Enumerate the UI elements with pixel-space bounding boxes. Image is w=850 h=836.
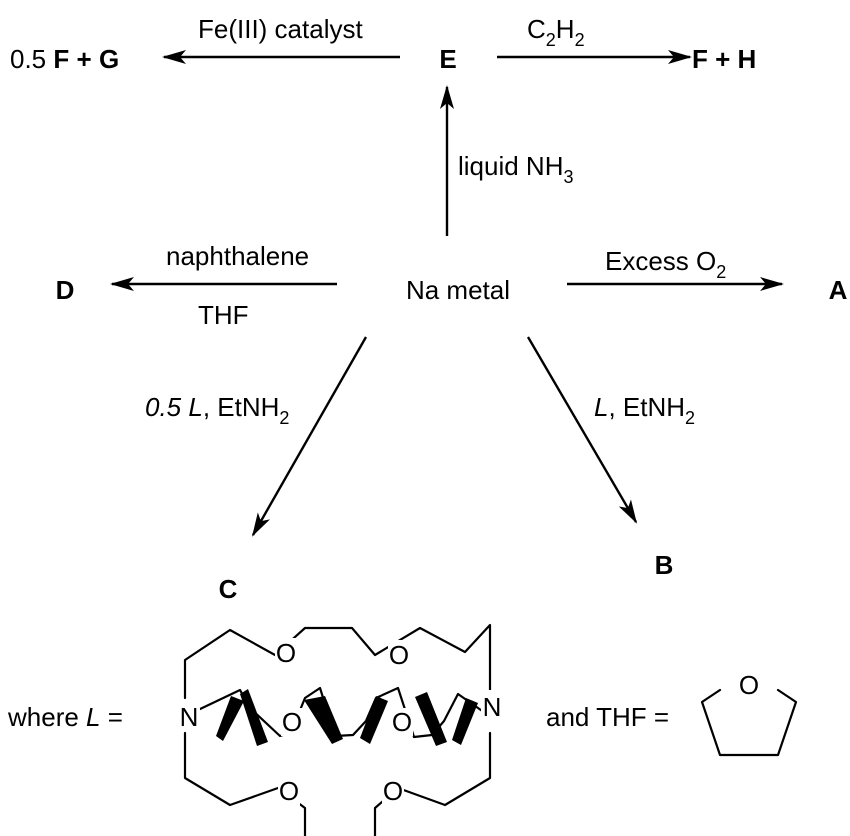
reagent-acetylene: C2H2 <box>527 14 585 50</box>
reagent-excess-oxygen-sub: 2 <box>716 262 726 282</box>
where-equals: = <box>101 702 123 732</box>
reagent-L-ethylamine: L, EtNH2 <box>594 392 695 428</box>
thf-structure: O <box>700 670 798 757</box>
reagent-ethylamine-B: , EtNH <box>608 392 685 422</box>
arrow-to-B <box>526 336 638 524</box>
cryptand-wedge-4 <box>360 696 388 744</box>
cryptand-oxygen-middle-right: O <box>392 707 412 737</box>
reagent-acetylene-h-sub: 2 <box>575 30 585 50</box>
reagent-liquid-ammonia-sub: 3 <box>564 167 574 187</box>
right-product-H: H <box>738 44 757 74</box>
reagent-acetylene-c: C <box>527 14 546 44</box>
cryptand-oxygen-bottom-right: O <box>383 776 403 806</box>
reagent-excess-oxygen: Excess O2 <box>605 246 726 282</box>
where-L: L <box>86 702 100 732</box>
reagent-half-L: 0.5 L <box>145 392 203 422</box>
thf-ring-bonds <box>700 688 798 757</box>
cryptand-wedge-5 <box>415 692 447 746</box>
reagent-acetylene-c-sub: 2 <box>546 30 556 50</box>
cryptand-oxygen-middle-left: O <box>282 707 302 737</box>
cryptand-top-bridge <box>183 623 492 700</box>
sodium-metal-label: Na metal <box>406 275 510 305</box>
left-plus: + <box>77 44 92 74</box>
reagent-fe-catalyst: Fe(III) catalyst <box>198 14 363 44</box>
cryptand-wedge-2 <box>240 689 268 746</box>
left-product-F: F <box>53 44 69 74</box>
right-plus: + <box>715 44 730 74</box>
cryptand-nitrogen-left: N <box>180 702 199 732</box>
reagent-excess-oxygen-main: Excess O <box>605 246 716 276</box>
product-C-label: C <box>219 574 238 604</box>
reagent-liquid-ammonia: liquid NH3 <box>458 151 574 187</box>
reagent-acetylene-h: H <box>556 14 575 44</box>
reagent-L: L <box>594 392 608 422</box>
cryptand-bottom-bridge-right <box>373 731 492 836</box>
cryptand-oxygen-top-left: O <box>276 638 296 668</box>
product-B-label: B <box>655 550 674 580</box>
reagent-liquid-ammonia-main: liquid NH <box>458 151 564 181</box>
thf-oxygen: O <box>739 670 759 700</box>
right-product-F: F <box>692 44 708 74</box>
cryptand-nitrogen-right: N <box>483 692 502 722</box>
cryptand-wedge-6 <box>452 698 478 745</box>
reagent-half-L-ethylamine: 0.5 L, EtNH2 <box>145 392 289 428</box>
reagent-ethylamine-C-sub: 2 <box>279 408 289 428</box>
cryptand-oxygen-top-right: O <box>389 640 409 670</box>
arrow-to-C <box>251 336 368 537</box>
cryptand-wedge-1 <box>216 696 244 741</box>
product-D-label: D <box>56 275 75 305</box>
cryptand-wedge-3 <box>304 696 343 744</box>
and-thf-label: and THF = <box>546 702 669 732</box>
cryptand-oxygen-bottom-left: O <box>279 776 299 806</box>
reagent-ethylamine-C: , EtNH <box>203 392 280 422</box>
where-L-label: where L = <box>7 702 123 732</box>
product-A-label: A <box>829 275 848 305</box>
cryptand-bottom-bridge <box>183 731 307 836</box>
cryptand-structure: N N O O O O O O <box>178 623 503 836</box>
reagent-naphthalene: naphthalene <box>166 241 309 271</box>
product-E-label: E <box>439 44 456 74</box>
left-products: 0.5 F + G <box>10 44 119 74</box>
right-products: F + H <box>692 44 756 74</box>
reagent-ethylamine-B-sub: 2 <box>685 408 695 428</box>
reagent-thf: THF <box>198 300 249 330</box>
where-prefix: where <box>7 702 86 732</box>
left-coefficient: 0.5 <box>10 44 46 74</box>
left-product-G: G <box>99 44 119 74</box>
